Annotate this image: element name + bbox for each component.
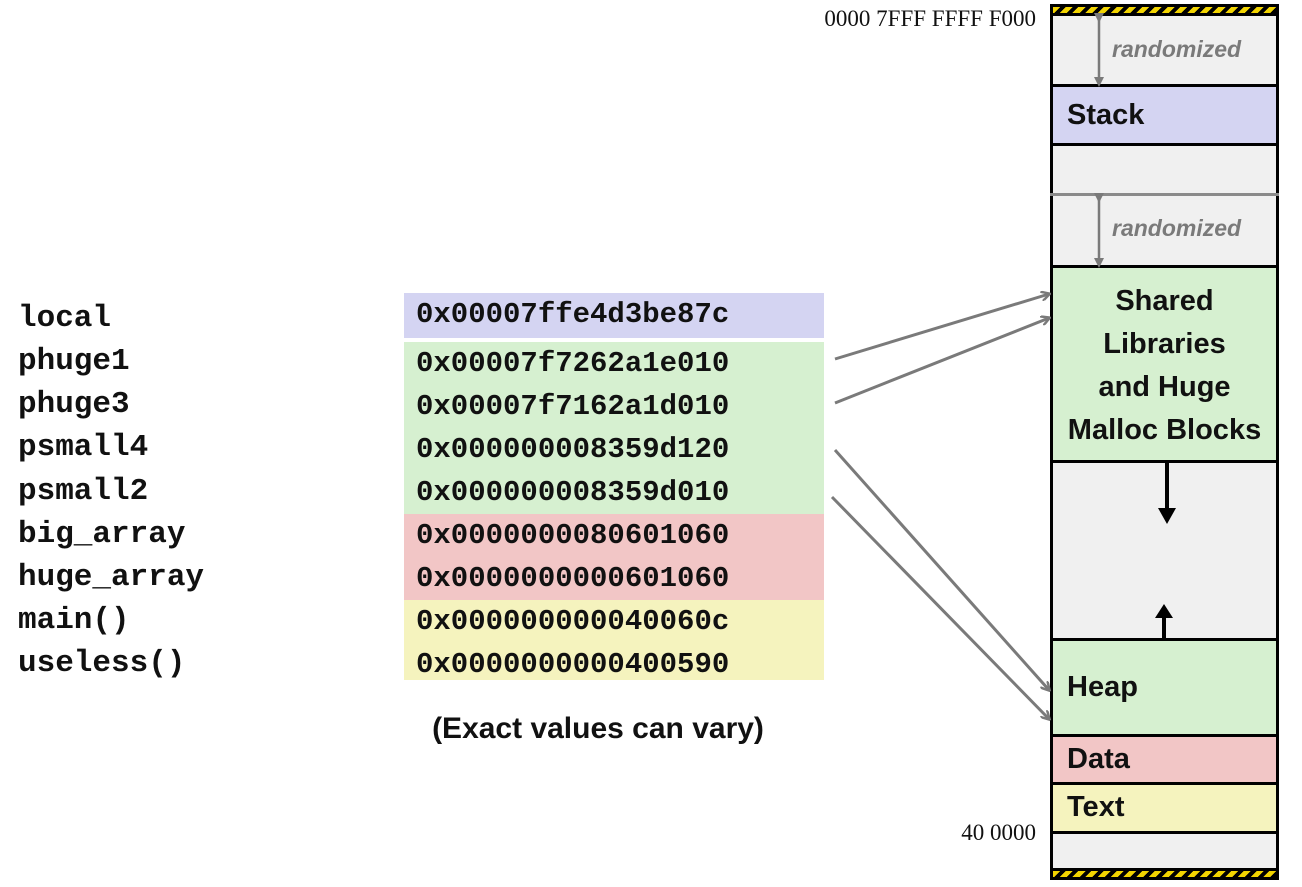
randomized-label-middle: randomized [1112,215,1242,241]
arrow-psmall2-to-heap [830,495,1049,719]
segment-shared-libraries: Shared Libraries and Huge Malloc Blocks [1050,265,1279,463]
address-psmall2: 0x000000008359d010 [404,471,824,514]
segment-data: Data [1050,737,1279,785]
var-name-psmall4: psmall4 [18,430,149,465]
segment-stack: Stack [1050,84,1279,146]
shared-growth-arrowhead [1158,508,1176,524]
shared-label-line-1: Shared [1115,285,1214,317]
randomized-offset-line [1050,193,1279,196]
segment-heap: Heap [1050,638,1279,737]
address-main: 0x000000000040060c [404,600,824,643]
shared-label-line-4: Malloc Blocks [1067,414,1262,446]
segment-text: Text [1050,785,1279,834]
var-name-useless: useless() [18,646,186,681]
bottom-boundary-hatch [1050,868,1279,880]
arrow-phuge1-to-shared [834,294,1049,361]
var-name-main: main() [18,603,130,638]
address-local: 0x00007ffe4d3be87c [404,293,824,338]
segment-text-label: Text [1067,791,1125,823]
segment-stack-label: Stack [1067,99,1145,131]
shared-label-line-2: Libraries [1103,328,1226,360]
var-name-huge-array: huge_array [18,560,205,595]
var-name-local: local [18,301,112,336]
address-useless: 0x0000000000400590 [404,643,824,681]
segment-data-label: Data [1067,743,1130,775]
top-address-label: 0000 7FFF FFFF F000 [824,6,1036,31]
address-big-array: 0x0000000080601060 [404,514,824,557]
var-name-psmall2: psmall2 [18,474,149,509]
address-phuge1: 0x00007f7262a1e010 [404,342,824,385]
address-psmall4: 0x000000008359d120 [404,428,824,471]
var-name-phuge1: phuge1 [18,344,130,379]
exact-values-note: (Exact values can vary) [432,712,764,745]
bottom-address-label: 40 0000 [961,820,1036,845]
var-name-big-array: big_array [18,517,186,552]
segment-heap-label: Heap [1067,671,1138,703]
randomized-label-top: randomized [1112,36,1242,62]
arrow-phuge3-to-shared [834,318,1049,405]
address-huge-array: 0x0000000000601060 [404,557,824,600]
address-phuge3: 0x00007f7162a1d010 [404,385,824,428]
shared-label-line-3: and Huge [1098,371,1231,403]
arrow-psmall4-to-heap [833,449,1049,690]
top-boundary-hatch [1050,4,1279,16]
var-name-phuge3: phuge3 [18,387,130,422]
heap-growth-arrowhead [1155,604,1173,618]
